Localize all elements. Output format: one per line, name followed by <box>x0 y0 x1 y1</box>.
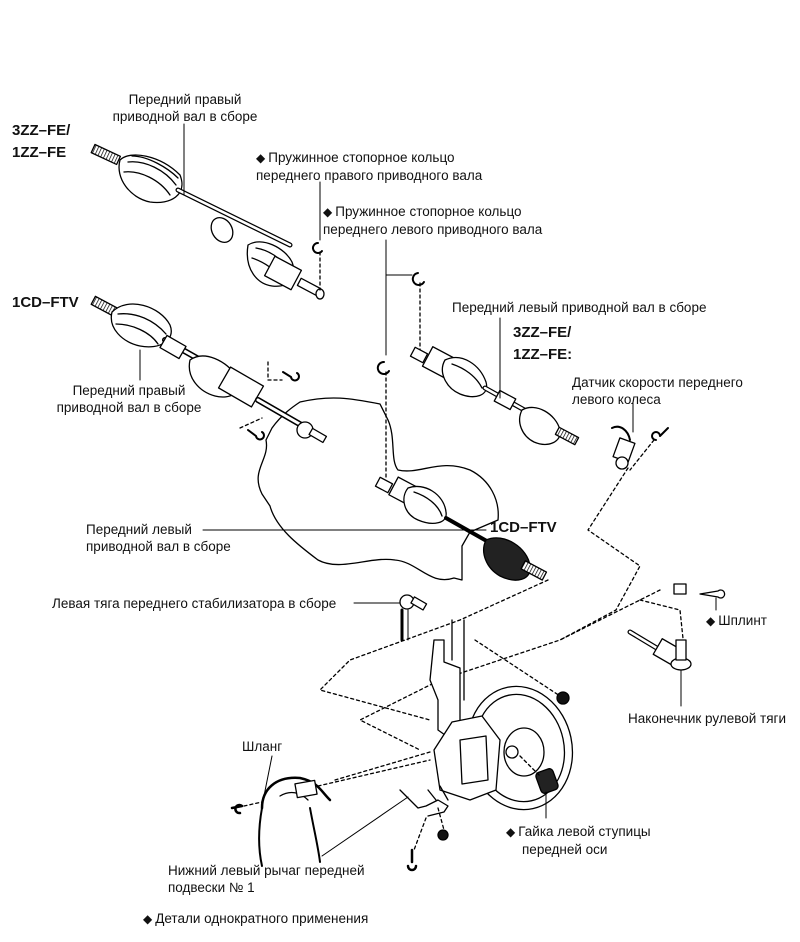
label-cotter-pin: ◆Шплинт <box>706 612 767 630</box>
one-time-use-icon: ◆ <box>706 614 716 628</box>
right-drive-shaft-gas <box>90 143 325 300</box>
speed-sensor <box>611 425 636 470</box>
bolt-icon <box>406 848 418 872</box>
label-line: Нижний левый рычаг передней <box>168 863 365 878</box>
label-left-shaft-diesel: Передний левый приводной вал в сборе <box>86 521 231 555</box>
label-tie-rod-end: Наконечник рулевой тяги <box>628 711 786 726</box>
label-left-shaft-gas: Передний левый приводной вал в сборе <box>452 300 707 315</box>
cotter-pin-icon <box>699 589 726 599</box>
one-time-use-icon: ◆ <box>143 912 153 926</box>
legend: ◆Детали однократного применения <box>143 910 368 928</box>
label-line: переднего правого приводного вала <box>256 168 483 183</box>
label-lower-arm: Нижний левый рычаг передней подвески № 1 <box>168 862 365 896</box>
legend-text: Детали однократного применения <box>155 911 369 926</box>
nut-icon <box>556 691 570 705</box>
snap-ring-left <box>411 272 425 286</box>
engine-code-right-diesel: 1CD–FTV <box>12 294 79 311</box>
bolt-icon <box>651 427 669 441</box>
label-line: левого колеса <box>572 392 661 407</box>
bolt-icon <box>282 371 300 382</box>
label-line: Шплинт <box>718 613 767 628</box>
label-line: приводной вал в сборе <box>56 400 202 415</box>
engine-code-line: 1ZZ–FE: <box>513 346 573 363</box>
label-line: передней оси <box>522 842 608 857</box>
hub-nut <box>519 755 559 794</box>
right-drive-shaft-diesel <box>90 295 328 444</box>
label-speed-sensor: Датчик скорости переднего левого колеса <box>572 374 743 408</box>
one-time-use-icon: ◆ <box>256 151 266 165</box>
steering-knuckle <box>429 619 574 811</box>
label-line: подвески № 1 <box>168 880 255 895</box>
left-drive-shaft-gas <box>409 346 580 446</box>
label-line: Передний правый <box>72 383 186 398</box>
label-hose: Шланг <box>242 739 283 754</box>
label-line: Передний правый <box>128 92 242 107</box>
leader-lines <box>139 123 717 857</box>
label-hub-nut: ◆Гайка левой ступицы передней оси <box>506 823 651 858</box>
tie-rod-end <box>627 629 692 671</box>
label-line: приводной вал в сборе <box>86 539 231 554</box>
engine-code-line: 3ZZ–FE/ <box>513 324 572 341</box>
stabilizer-link <box>399 594 428 642</box>
label-line: Пружинное стопорное кольцо <box>268 150 455 165</box>
label-line: Передний левый <box>86 522 192 537</box>
label-snap-ring-left: ◆Пружинное стопорное кольцо переднего ле… <box>323 203 542 238</box>
label-line: переднего левого приводного вала <box>323 222 543 237</box>
engine-code-left-gas: 3ZZ–FE/ 1ZZ–FE: <box>513 322 572 366</box>
engine-code-line: 3ZZ–FE/ <box>12 122 71 139</box>
label-right-shaft-gas: Передний правый приводной вал в сборе <box>110 91 260 125</box>
snap-ring-right <box>312 242 323 254</box>
engine-code-left-diesel: 1CD–FTV <box>490 519 557 536</box>
label-right-shaft-diesel: Передний правый приводной вал в сборе <box>44 382 214 416</box>
label-line: приводной вал в сборе <box>112 109 258 124</box>
brake-hose <box>258 776 332 867</box>
label-stabilizer-link: Левая тяга переднего стабилизатора в сбо… <box>52 596 337 611</box>
label-line: Гайка левой ступицы <box>518 824 651 839</box>
one-time-use-icon: ◆ <box>506 825 516 839</box>
left-drive-shaft-diesel <box>374 476 548 581</box>
label-snap-ring-right: ◆Пружинное стопорное кольцо переднего пр… <box>256 149 482 184</box>
label-line: Пружинное стопорное кольцо <box>335 204 522 219</box>
castle-nut-icon <box>673 583 687 595</box>
transaxle-outline <box>257 397 499 581</box>
label-line: Датчик скорости переднего <box>572 375 743 390</box>
engine-code-right-gas: 3ZZ–FE/ 1ZZ–FE <box>12 120 70 164</box>
lower-arm-bracket <box>399 789 449 817</box>
bolt-icon <box>230 803 244 815</box>
nut-icon <box>437 829 449 841</box>
one-time-use-icon: ◆ <box>323 205 333 219</box>
bolt-icon <box>247 429 265 441</box>
snap-ring-left <box>376 360 390 375</box>
engine-code-line: 1ZZ–FE <box>12 144 67 161</box>
